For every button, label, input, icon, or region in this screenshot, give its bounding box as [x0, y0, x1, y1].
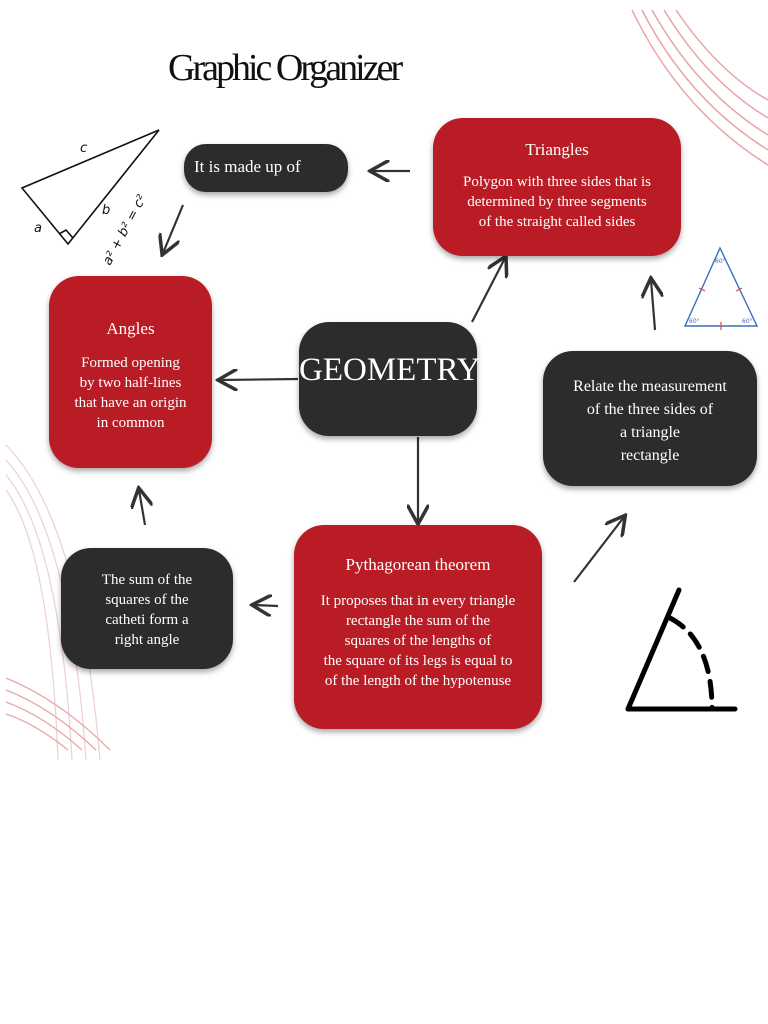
arrow-geometry-to-angles — [220, 379, 299, 380]
arrow-pythagorean-to-relate — [573, 517, 624, 583]
node-pythagorean-theorem: Pythagorean theorem It proposes that in … — [294, 525, 542, 729]
relate-body: Relate the measurement of the three side… — [573, 378, 727, 464]
node-relate-measurement: Relate the measurement of the three side… — [543, 351, 757, 486]
arrow-relate-to-triangles — [651, 280, 655, 331]
page-title: Graphic Organizer — [168, 47, 403, 89]
sum-catheti-body: The sum of the squares of the catheti fo… — [101, 572, 193, 648]
angle-label-right: 60° — [742, 318, 753, 325]
pythagorean-body: It proposes that in every triangle recta… — [320, 593, 516, 689]
angle-label-left: 60° — [689, 318, 700, 325]
arrow-madeup-to-angles — [163, 204, 185, 253]
side-b-label: b — [102, 203, 110, 218]
arrow-pythagorean-to-sum — [254, 605, 279, 606]
node-geometry: GEOMETRY — [299, 322, 481, 436]
node-angles: Angles Formed opening by two half-lines … — [49, 276, 212, 468]
side-a-label: a — [34, 221, 42, 236]
angles-body: Formed opening by two half-lines that ha… — [74, 355, 187, 431]
triangles-body: Polygon with three sides that is determi… — [463, 174, 651, 230]
made-up-of-label: It is made up of — [194, 157, 301, 176]
side-c-label: c — [80, 141, 87, 156]
node-made-up-of: It is made up of — [184, 144, 348, 192]
arrow-geometry-to-triangles — [471, 258, 505, 323]
node-sum-catheti: The sum of the squares of the catheti fo… — [61, 548, 233, 669]
angles-heading: Angles — [106, 319, 155, 338]
node-triangles: Triangles Polygon with three sides that … — [433, 118, 681, 256]
arrow-sum-to-angles — [139, 490, 145, 526]
pythagorean-heading: Pythagorean theorem — [345, 555, 491, 574]
triangles-heading: Triangles — [525, 140, 589, 159]
geometry-label: GEOMETRY — [299, 352, 481, 388]
angle-label-top: 60° — [715, 258, 726, 265]
